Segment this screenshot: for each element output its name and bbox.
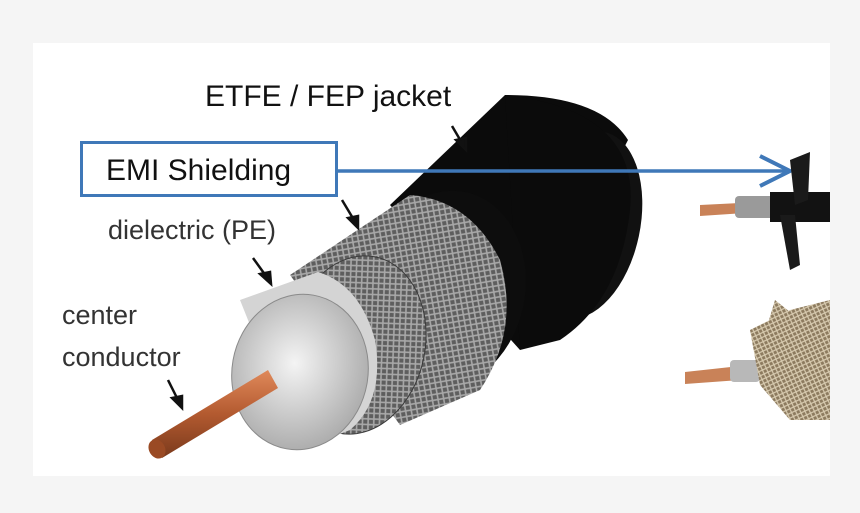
center-conductor [148,370,278,459]
jacket-label: ETFE / FEP jacket [205,80,452,113]
dielectric-section [231,272,378,451]
photo-foil-shield-cable [700,152,830,270]
shielding-arrow [338,154,795,188]
dielectric-label: dielectric (PE) [108,215,277,245]
photo-braided-shield-cable [685,300,830,420]
label-pointers [166,125,468,412]
center-conductor-label-line1: center [62,300,138,330]
center-conductor-label-line2: conductor [62,342,181,372]
shielding-highlight-box [80,141,338,197]
shielding-label: EMI Shielding [106,154,292,187]
